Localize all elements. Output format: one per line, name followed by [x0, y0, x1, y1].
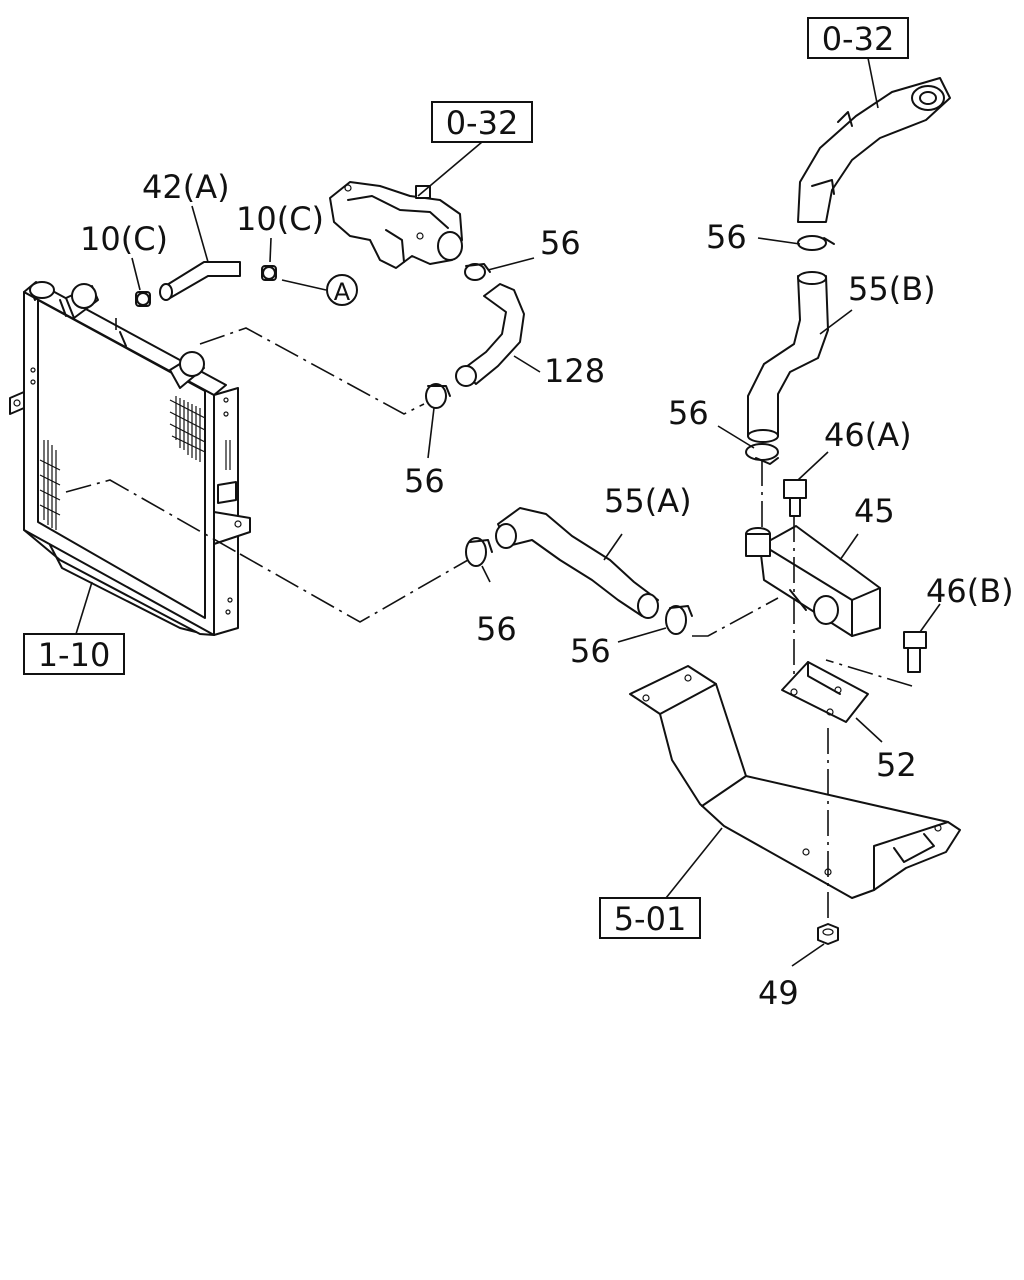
leader-lines — [75, 57, 941, 967]
ref-box-top-center: 0-32 — [431, 101, 533, 143]
label-56-left-lower: 56 — [404, 462, 445, 500]
hose-55a — [495, 507, 659, 619]
label-56-lower-right: 56 — [570, 632, 611, 670]
label-56-top-center: 56 — [540, 224, 581, 262]
label-46a: 46(A) — [824, 416, 912, 454]
part-labels: 42(A) 10(C) 10(C) 56 128 56 56 55(B) 56 … — [80, 168, 1014, 1012]
svg-text:0-32: 0-32 — [446, 104, 519, 142]
clamp-56-top-center — [464, 263, 491, 281]
ref-box-top-right: 0-32 — [807, 17, 909, 59]
label-46b: 46(B) — [926, 572, 1014, 610]
svg-text:1-10: 1-10 — [38, 636, 111, 674]
label-42a: 42(A) — [142, 168, 230, 206]
ref-box-frame: 5-01 — [599, 897, 701, 939]
frame-bracket — [629, 665, 961, 899]
ref-box-radiator: 1-10 — [23, 633, 125, 675]
hose-128 — [455, 283, 525, 387]
svg-text:0-32: 0-32 — [822, 20, 895, 58]
svg-text:5-01: 5-01 — [614, 900, 687, 938]
bracket-52 — [781, 661, 869, 723]
callout-a: A — [326, 274, 358, 306]
label-56-right-mid: 56 — [668, 394, 709, 432]
hose-55b — [747, 271, 829, 443]
label-10c-left: 10(C) — [80, 220, 168, 258]
clip-10c-left — [135, 291, 151, 307]
label-45: 45 — [854, 492, 895, 530]
nut-49 — [817, 923, 839, 945]
label-52: 52 — [876, 746, 917, 784]
clamp-56-center — [465, 537, 493, 567]
thermostat-housing — [329, 181, 463, 269]
label-128: 128 — [544, 352, 605, 390]
label-55a: 55(A) — [604, 482, 692, 520]
svg-text:A: A — [334, 278, 351, 306]
bolt-46a — [783, 479, 807, 517]
label-56-center: 56 — [476, 610, 517, 648]
clamp-56-top-right — [797, 235, 835, 251]
pipe-0-32-right — [797, 77, 951, 223]
label-56-top-right: 56 — [706, 218, 747, 256]
clamp-56-lower-right — [665, 605, 693, 635]
hose-42a — [159, 261, 241, 301]
clip-10c-right — [261, 265, 277, 281]
reservoir-tank-45 — [745, 525, 881, 637]
label-49: 49 — [758, 974, 799, 1012]
radiator — [9, 281, 251, 636]
label-55b: 55(B) — [848, 270, 936, 308]
assembly-lines — [65, 327, 913, 924]
clamp-56-left-lower — [425, 383, 451, 409]
label-10c-right: 10(C) — [236, 200, 324, 238]
bolt-46b — [903, 631, 927, 673]
